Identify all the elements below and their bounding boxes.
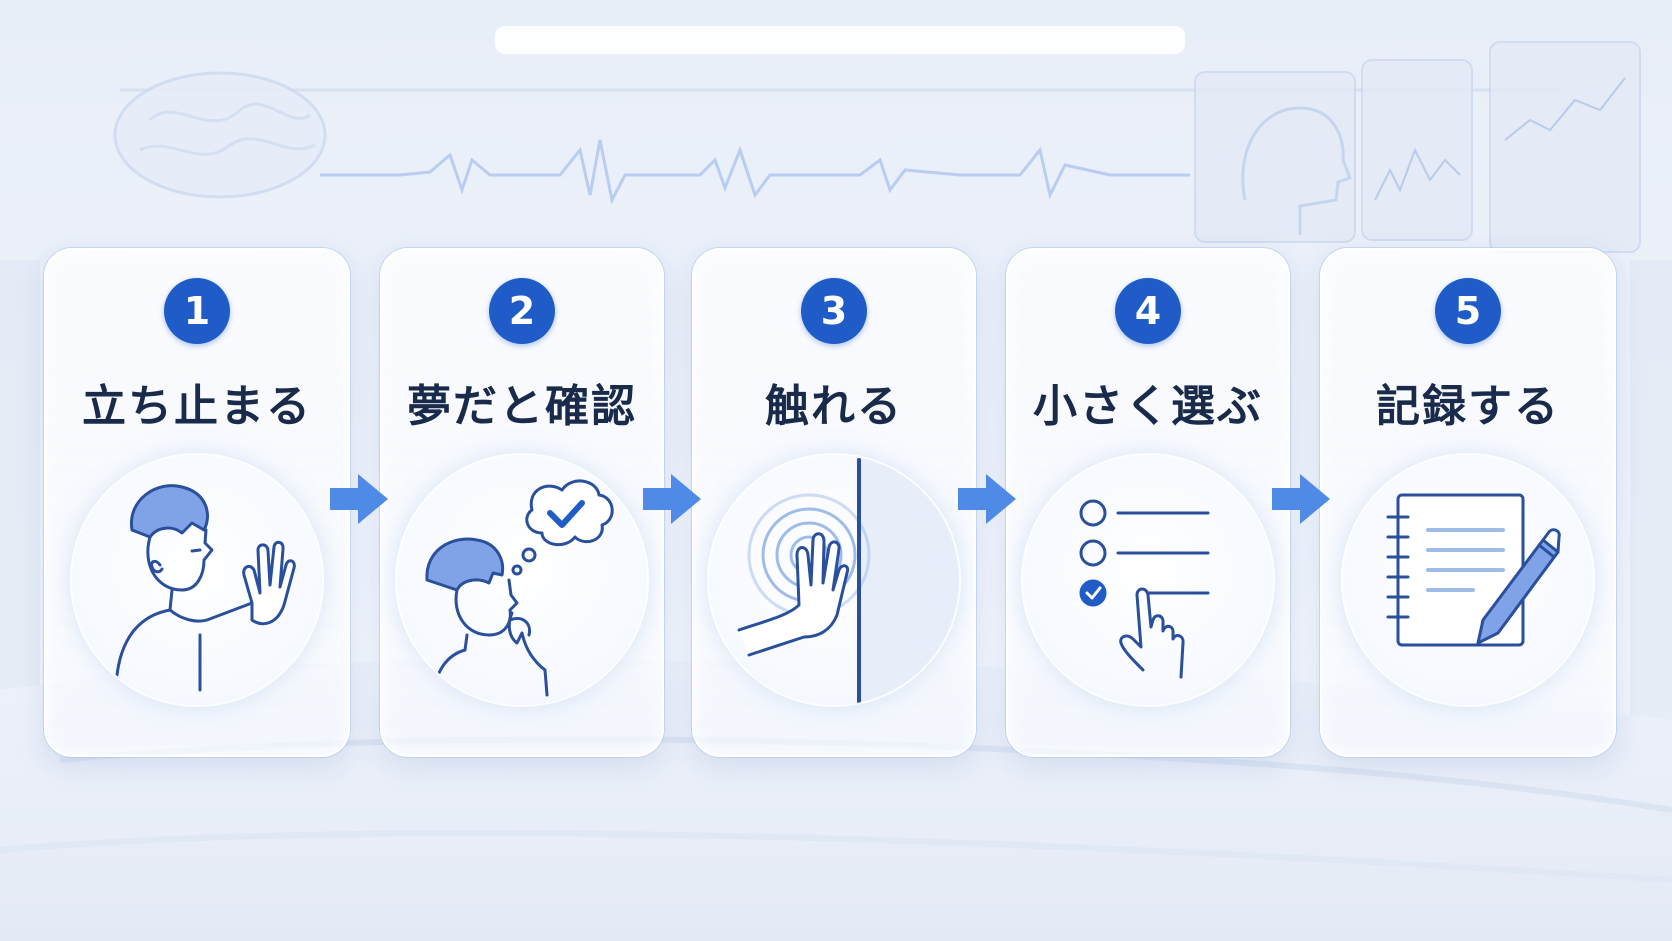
step-number-badge: 3 [801, 278, 867, 344]
step-label: 小さく選ぶ [1033, 381, 1263, 432]
step-card-2: 2 夢だと確認 [380, 248, 664, 757]
step-number-badge: 2 [489, 278, 555, 344]
step-card-1: 1 立ち止まる [44, 248, 350, 757]
thinking-person-check-icon [397, 455, 647, 705]
arrow-right-icon [958, 474, 1016, 524]
notebook-pen-icon [1343, 455, 1593, 705]
step-label: 立ち止まる [82, 381, 312, 432]
step-number-badge: 5 [1435, 278, 1501, 344]
arrow-right-icon [330, 474, 388, 524]
step-card-3: 3 触れる [692, 248, 976, 757]
step-label: 夢だと確認 [407, 381, 637, 432]
checklist-select-icon [1023, 455, 1273, 705]
stop-hand-person-icon [72, 455, 322, 705]
step-card-4: 4 小さく選ぶ [1006, 248, 1290, 757]
step-card-5: 5 記録する [1320, 248, 1616, 757]
arrow-right-icon [1272, 474, 1330, 524]
step-label: 触れる [765, 381, 903, 432]
step-label: 記録する [1376, 381, 1560, 432]
step-number-badge: 1 [164, 278, 230, 344]
arrow-right-icon [643, 474, 701, 524]
hand-touch-wall-icon [709, 455, 959, 705]
step-number-badge: 4 [1115, 278, 1181, 344]
